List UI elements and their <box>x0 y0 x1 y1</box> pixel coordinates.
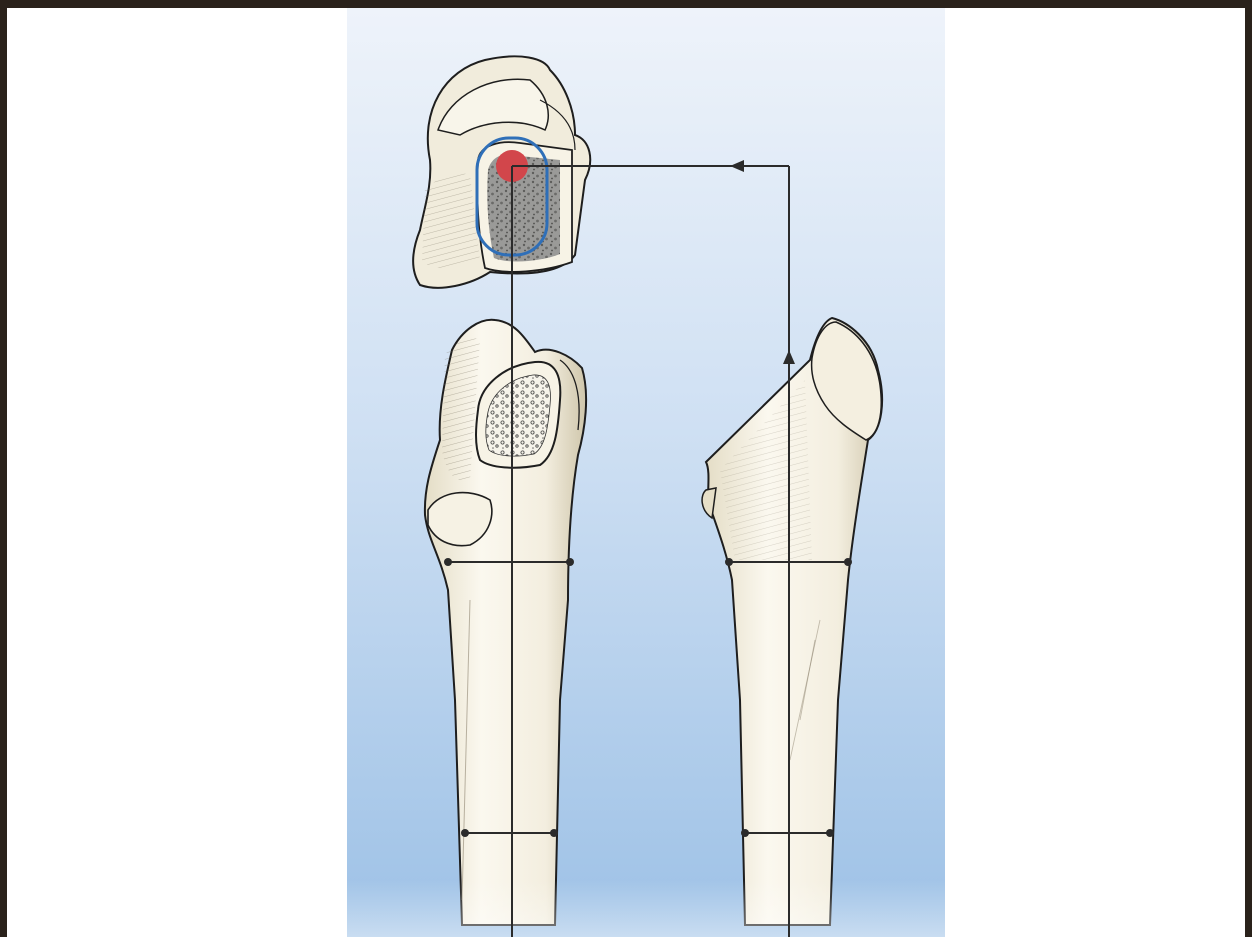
anatomy-illustration <box>0 0 1252 937</box>
